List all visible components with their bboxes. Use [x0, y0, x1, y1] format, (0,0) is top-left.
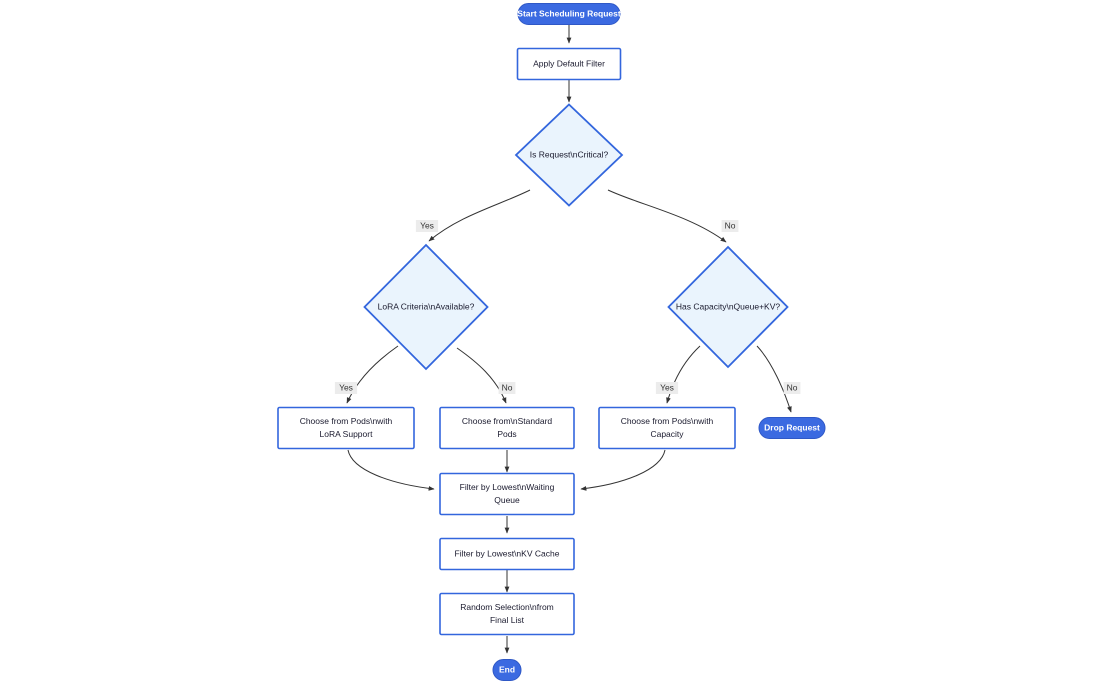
process-shape [598, 406, 736, 450]
node-apply_filter[interactable]: Apply Default Filter [516, 47, 622, 81]
edge-has_capacity-to-drop_request [756, 345, 792, 413]
node-label-text: Choose from Pods\nwith [300, 416, 393, 426]
process-shape [516, 47, 622, 81]
edge-label-background [783, 382, 801, 394]
edge-label-lora_criteria-yes: Yes [334, 382, 358, 394]
node-label-text: Filter by Lowest\nKV Cache [455, 548, 560, 558]
edge-lora_criteria-to-pods_lora [346, 345, 399, 404]
edge-label-is_critical-no: No [721, 220, 739, 232]
node-label-text: Final List [490, 615, 525, 625]
node-has_capacity[interactable]: Has Capacity\nQueue+KV? [667, 245, 789, 369]
process-shape [439, 592, 575, 636]
node-end[interactable]: End [492, 659, 522, 681]
edge-label-has_capacity-no: No [783, 382, 801, 394]
edge-label-text: No [787, 382, 798, 392]
node-label-text: Apply Default Filter [533, 58, 605, 68]
edge-is_critical-to-lora_criteria [428, 189, 531, 242]
node-label-text: LoRA Criteria\nAvailable? [378, 301, 475, 311]
node-label-text: Pods [497, 429, 516, 439]
terminal-shape [758, 417, 826, 439]
edge-lora_criteria-to-pods_standard [456, 347, 507, 404]
edge-label-lora_criteria-no: No [498, 382, 516, 394]
edge-label-text: Yes [420, 220, 434, 230]
node-label-text: Random Selection\nfrom [460, 602, 554, 612]
edge-label-has_capacity-yes: Yes [655, 382, 679, 394]
node-label-text: Start Scheduling Request [517, 8, 621, 18]
node-label-text: Is Request\nCritical? [530, 149, 609, 159]
edge-label-background [721, 220, 739, 232]
node-label-text: Filter by Lowest\nWaiting [460, 482, 555, 492]
edge-label-background [334, 382, 358, 394]
node-label-text: Has Capacity\nQueue+KV? [676, 301, 780, 311]
edge-label-is_critical-yes: Yes [415, 220, 439, 232]
node-label-text: Queue [494, 495, 520, 505]
edges-layer [346, 25, 792, 654]
process-shape [439, 472, 575, 516]
node-drop_request[interactable]: Drop Request [758, 417, 826, 439]
edge-label-text: Yes [660, 382, 674, 392]
node-filter_kv[interactable]: Filter by Lowest\nKV Cache [439, 537, 575, 571]
edge-is_critical-to-has_capacity [607, 189, 727, 243]
decision-shape [363, 243, 489, 371]
node-label-text: Choose from Pods\nwith [621, 416, 714, 426]
node-label-text: Choose from\nStandard [462, 416, 553, 426]
edge-label-background [498, 382, 516, 394]
node-label-text: Drop Request [764, 422, 820, 432]
edge-label-background [415, 220, 439, 232]
decision-shape [514, 103, 624, 207]
edge-label-background [655, 382, 679, 394]
edge-label-text: No [725, 220, 736, 230]
node-start[interactable]: Start Scheduling Request [517, 3, 621, 25]
process-shape [439, 537, 575, 571]
node-is_critical[interactable]: Is Request\nCritical? [514, 103, 624, 207]
node-label-text: LoRA Support [320, 429, 374, 439]
node-label-text: Capacity [650, 429, 684, 439]
process-shape [277, 406, 415, 450]
edge-label-text: Yes [339, 382, 353, 392]
edge-pods_lora-to-filter_queue [347, 449, 435, 491]
node-lora_criteria[interactable]: LoRA Criteria\nAvailable? [363, 243, 489, 371]
edge-has_capacity-to-pods_capacity [666, 345, 701, 404]
edge-label-text: No [502, 382, 513, 392]
decision-shape [667, 245, 789, 369]
edge-pods_capacity-to-filter_queue [580, 449, 666, 491]
terminal-shape [517, 3, 621, 25]
process-shape [439, 406, 575, 450]
node-label-text: End [499, 664, 515, 674]
terminal-shape [492, 659, 522, 681]
